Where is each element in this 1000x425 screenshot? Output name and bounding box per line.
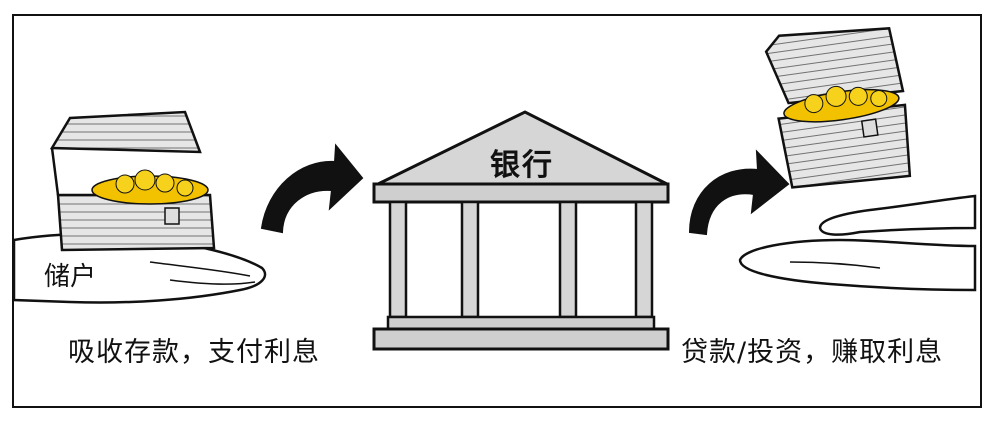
bank-building-icon [372, 110, 670, 351]
treasure-chest-icon [49, 110, 216, 252]
curved-arrow-icon [688, 149, 790, 236]
right-treasure-chest-icon [764, 27, 912, 189]
depositor-label: 储户 [44, 262, 97, 292]
bank-label: 银行 [490, 148, 554, 183]
diagram-frame [12, 14, 982, 408]
deposit-flow-label: 吸收存款，支付利息 [68, 337, 320, 368]
curved-arrow-icon [260, 143, 364, 234]
loan-flow-label: 贷款/投资，赚取利息 [681, 337, 944, 368]
right-arrow [688, 149, 790, 236]
left-arrow [260, 143, 364, 234]
right-hands-icon [738, 194, 977, 292]
